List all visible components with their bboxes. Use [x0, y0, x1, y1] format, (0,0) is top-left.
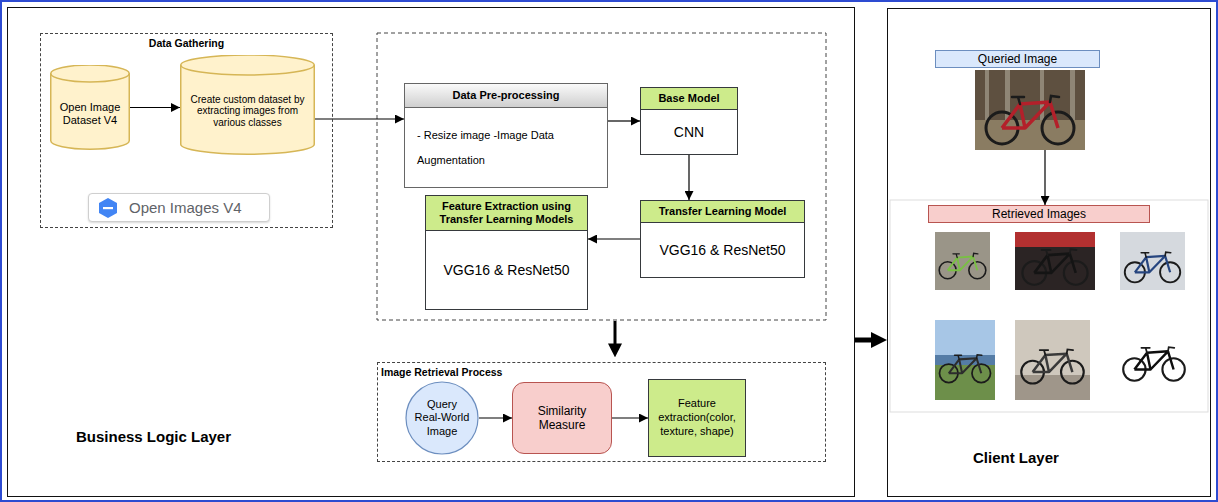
bicycle [1022, 249, 1087, 285]
node-body: VGG16 & ResNet50 [426, 231, 587, 309]
node-title: Feature Extraction using Transfer Learni… [426, 196, 587, 231]
result-photo [935, 232, 990, 290]
database-cylinder: Create custom dataset by extracting imag… [180, 55, 315, 155]
bicycle [1123, 347, 1185, 381]
process-box: Data Pre-processing- Resize image -Image… [404, 83, 608, 188]
node-title: Client Layer [973, 449, 1059, 466]
node-title: Base Model [641, 88, 737, 110]
node-title: Transfer Learning Model [641, 201, 804, 223]
tree-trunk [985, 70, 989, 125]
node-title: Image Retrieval Process [378, 363, 825, 378]
logo-icon [97, 197, 119, 219]
node-title: Similarity Measure [513, 404, 611, 432]
node-title: Open Image Dataset V4 [50, 89, 130, 126]
bicycle [1125, 252, 1180, 282]
bicycle [939, 253, 986, 278]
circle-shape [406, 382, 478, 454]
group-box: Data GatheringOpen Image Dataset V4 Creat… [40, 33, 333, 228]
layer-panel: Business Logic Layer Data GatheringOpen I… [7, 7, 855, 497]
bicycle [939, 355, 990, 383]
flow-arrow [130, 107, 180, 108]
flow-arrow [608, 120, 640, 121]
result-photo [1120, 232, 1185, 290]
photo-ground [935, 232, 990, 290]
flow-arrow [614, 321, 617, 349]
tree-trunk [1040, 70, 1044, 125]
result-photo [1015, 320, 1090, 400]
flow-arrow [688, 155, 689, 200]
photo-wall [1015, 232, 1095, 247]
node-title: Feature extraction(color, texture, shape… [649, 393, 745, 442]
result-photo [935, 320, 995, 400]
photo-ground [1120, 232, 1185, 290]
photo-ground [1118, 320, 1190, 400]
group-box: Image Retrieval ProcessQuery Real-World … [377, 362, 826, 462]
node-title: Data Pre-processing [405, 84, 607, 108]
model-box: Feature Extraction using Transfer Learni… [425, 195, 588, 310]
node-body: VGG16 & ResNet50 [641, 223, 804, 277]
query-photo [975, 70, 1085, 150]
node-title: Business Logic Layer [76, 428, 231, 445]
photo-ground [1015, 375, 1090, 400]
cylinder-outline [180, 55, 315, 155]
node-title: Retrieved Images [929, 206, 1149, 222]
result-photo [1015, 232, 1095, 290]
logo-mark [103, 207, 113, 209]
node-title: Open Images V4 [129, 199, 242, 216]
logo-badge: Open Images V4 [88, 193, 270, 222]
cylinder-rim [181, 65, 315, 75]
cylinder-body [51, 65, 130, 149]
model-box: Transfer Learning ModelVGG16 & ResNet50 [640, 200, 805, 278]
cylinder-body [181, 55, 315, 154]
database-cylinder: Open Image Dataset V4 [50, 65, 130, 150]
query-circle: Query Real-World Image [405, 381, 479, 455]
flow-arrow [1044, 150, 1045, 205]
bicycle [1021, 349, 1083, 383]
image-frame [890, 200, 1208, 412]
photo-wall [1015, 320, 1090, 400]
photo-ground [975, 70, 1085, 150]
node-title: Data Gathering [41, 34, 332, 49]
model-box: Base ModelCNN [640, 87, 738, 155]
flow-arrow [479, 417, 512, 418]
group-box [377, 33, 826, 320]
flow-arrow [588, 238, 640, 239]
result-photo [1118, 320, 1190, 400]
photo-ground [1015, 232, 1095, 290]
node-title: Create custom dataset by extracting imag… [180, 82, 315, 129]
node-body: CNN [641, 110, 737, 154]
cylinder-rim [51, 74, 130, 83]
process-box: Feature extraction(color, texture, shape… [648, 379, 746, 457]
image-header: Retrieved Images [928, 205, 1150, 223]
flow-arrow [612, 417, 648, 418]
flow-arrow [315, 118, 404, 119]
photo-sky [935, 320, 995, 355]
bicycle [986, 96, 1074, 144]
layer-arrow [855, 338, 877, 343]
logo-hexagon [99, 198, 117, 218]
node-body: - Resize image -Image Data Augmentation [405, 108, 607, 187]
layer-panel: Client Layer Queried ImageRetrieved Image… [887, 8, 1211, 497]
image-header: Queried Image [935, 50, 1100, 150]
node-title: Queried Image [935, 50, 1100, 68]
process-box: Similarity Measure [512, 382, 612, 454]
node-title: Query Real-World Image [405, 398, 479, 438]
